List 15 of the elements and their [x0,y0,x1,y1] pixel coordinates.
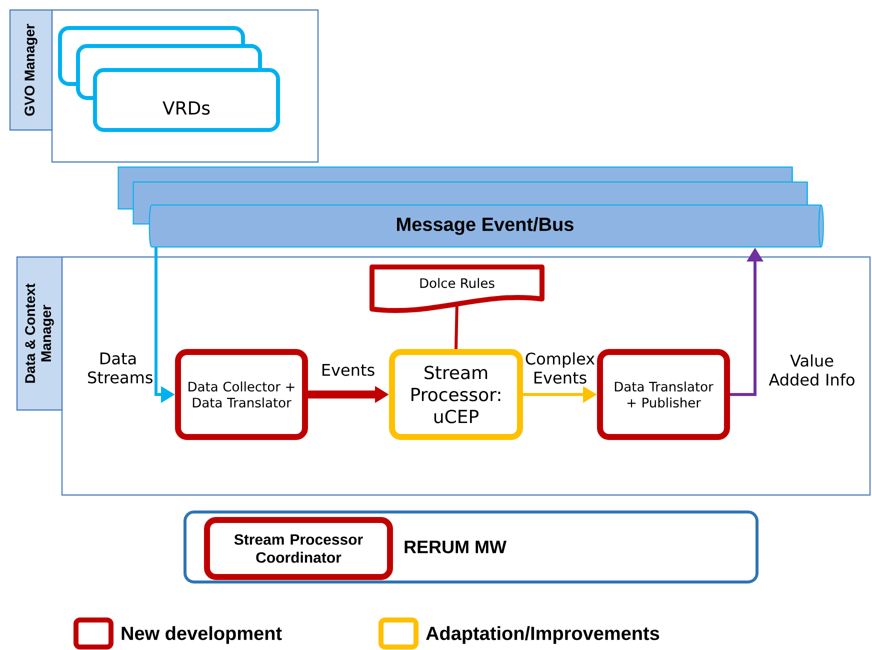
node-label: Data & Context Manager [25,284,54,383]
edge-label: Complex Events [526,352,595,384]
edge-label: Events [322,364,374,376]
legend-text: New development [122,626,282,644]
process-box: Stream Processor Coordinator [204,517,393,580]
bus-cylinder: Message Event/Bus [148,204,824,248]
stacked-box: VRDs [93,68,280,132]
document-box: Dolce Rules [370,264,544,313]
node-label: GVO Manager [24,24,38,116]
edge-label: Value Added Info [768,354,854,386]
edge-label: Data Streams [88,352,152,384]
process-box: Data Translator + Publisher [597,349,730,440]
process-box: Stream Processor: uCEP [389,349,523,440]
legend-text: Adaptation/Improvements [426,626,660,644]
process-box: Data Collector + Data Translator [175,349,308,440]
